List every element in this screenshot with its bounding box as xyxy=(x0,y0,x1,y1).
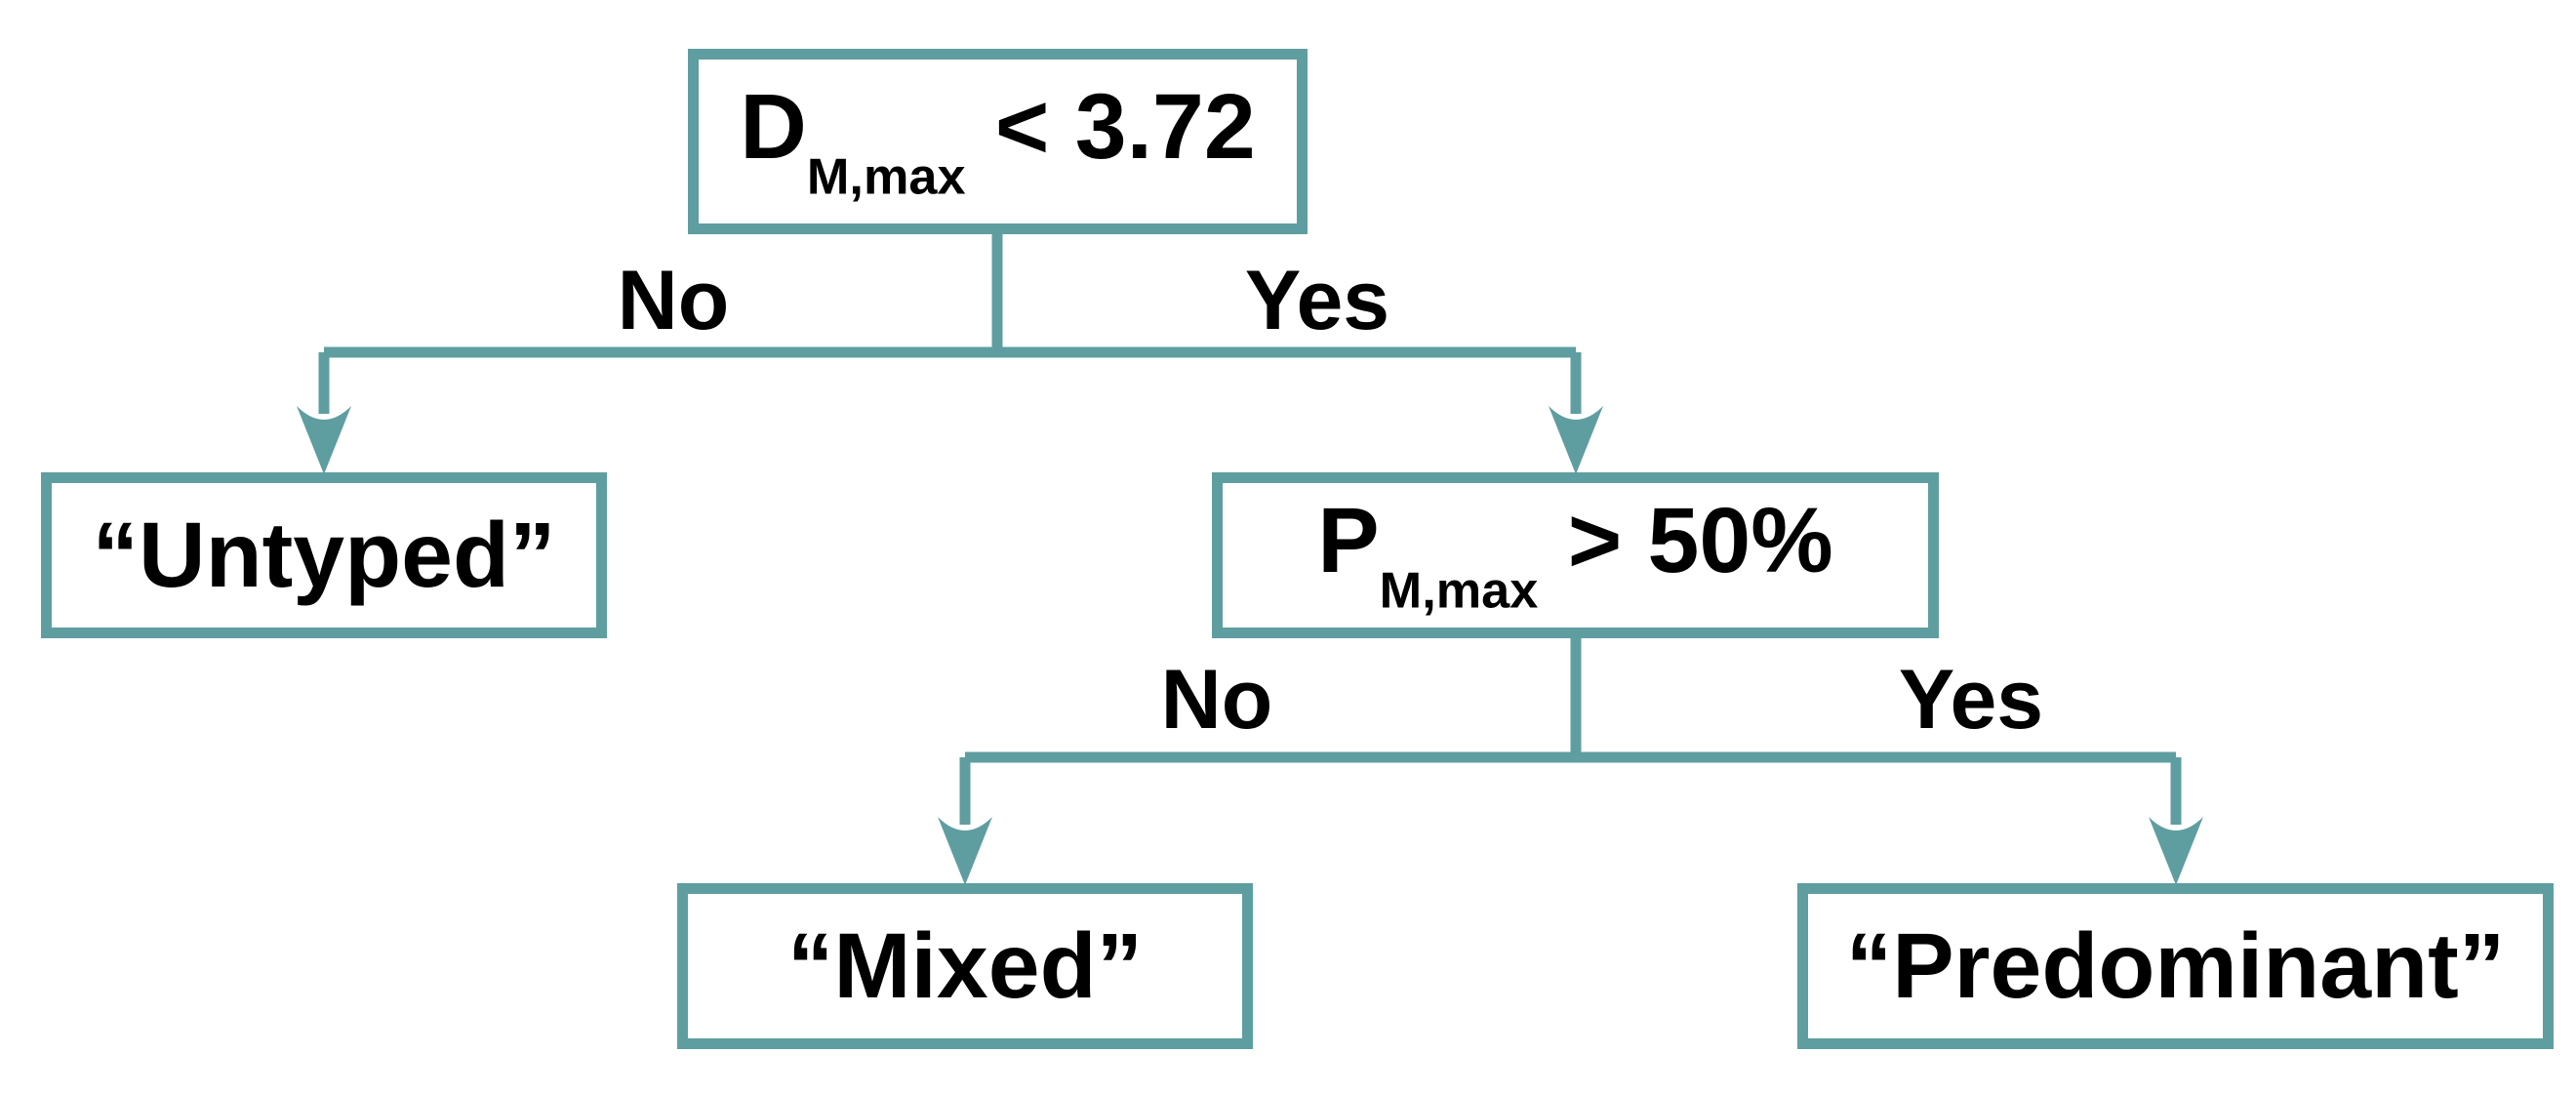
node-predominant: “Predominant” xyxy=(1797,883,2554,1049)
arrowhead-pmax xyxy=(1549,406,1603,474)
branch-label-root-yes: Yes xyxy=(1244,254,1390,347)
branch-label-pmax-no: No xyxy=(1160,653,1273,747)
pmax-condition-subscript: M,max xyxy=(1379,562,1539,620)
pmax-condition-comparison: > 50% xyxy=(1567,488,1833,592)
branch-label-root-no: No xyxy=(617,254,730,347)
predominant-label: “Predominant” xyxy=(1845,913,2506,1018)
pmax-condition-text: PM,max> 50% xyxy=(1317,494,1832,620)
branch-label-pmax-yes: Yes xyxy=(1898,653,2044,747)
node-untyped: “Untyped” xyxy=(41,472,607,638)
root-condition-symbol: D xyxy=(740,74,807,179)
mixed-label: “Mixed” xyxy=(786,913,1144,1018)
root-condition-subscript: M,max xyxy=(806,148,966,206)
root-condition-comparison: < 3.72 xyxy=(994,74,1256,179)
arrowhead-untyped xyxy=(297,406,351,474)
node-mixed: “Mixed” xyxy=(677,883,1253,1049)
untyped-label: “Untyped” xyxy=(92,503,556,607)
arrowhead-mixed xyxy=(938,817,992,885)
root-condition-text: DM,max< 3.72 xyxy=(740,80,1255,206)
pmax-condition-symbol: P xyxy=(1317,488,1380,592)
node-pmax-condition: PM,max > 50% xyxy=(1212,472,1939,638)
node-root-condition: DM,max < 3.72 xyxy=(688,49,1308,234)
arrowhead-predominant xyxy=(2149,817,2203,885)
